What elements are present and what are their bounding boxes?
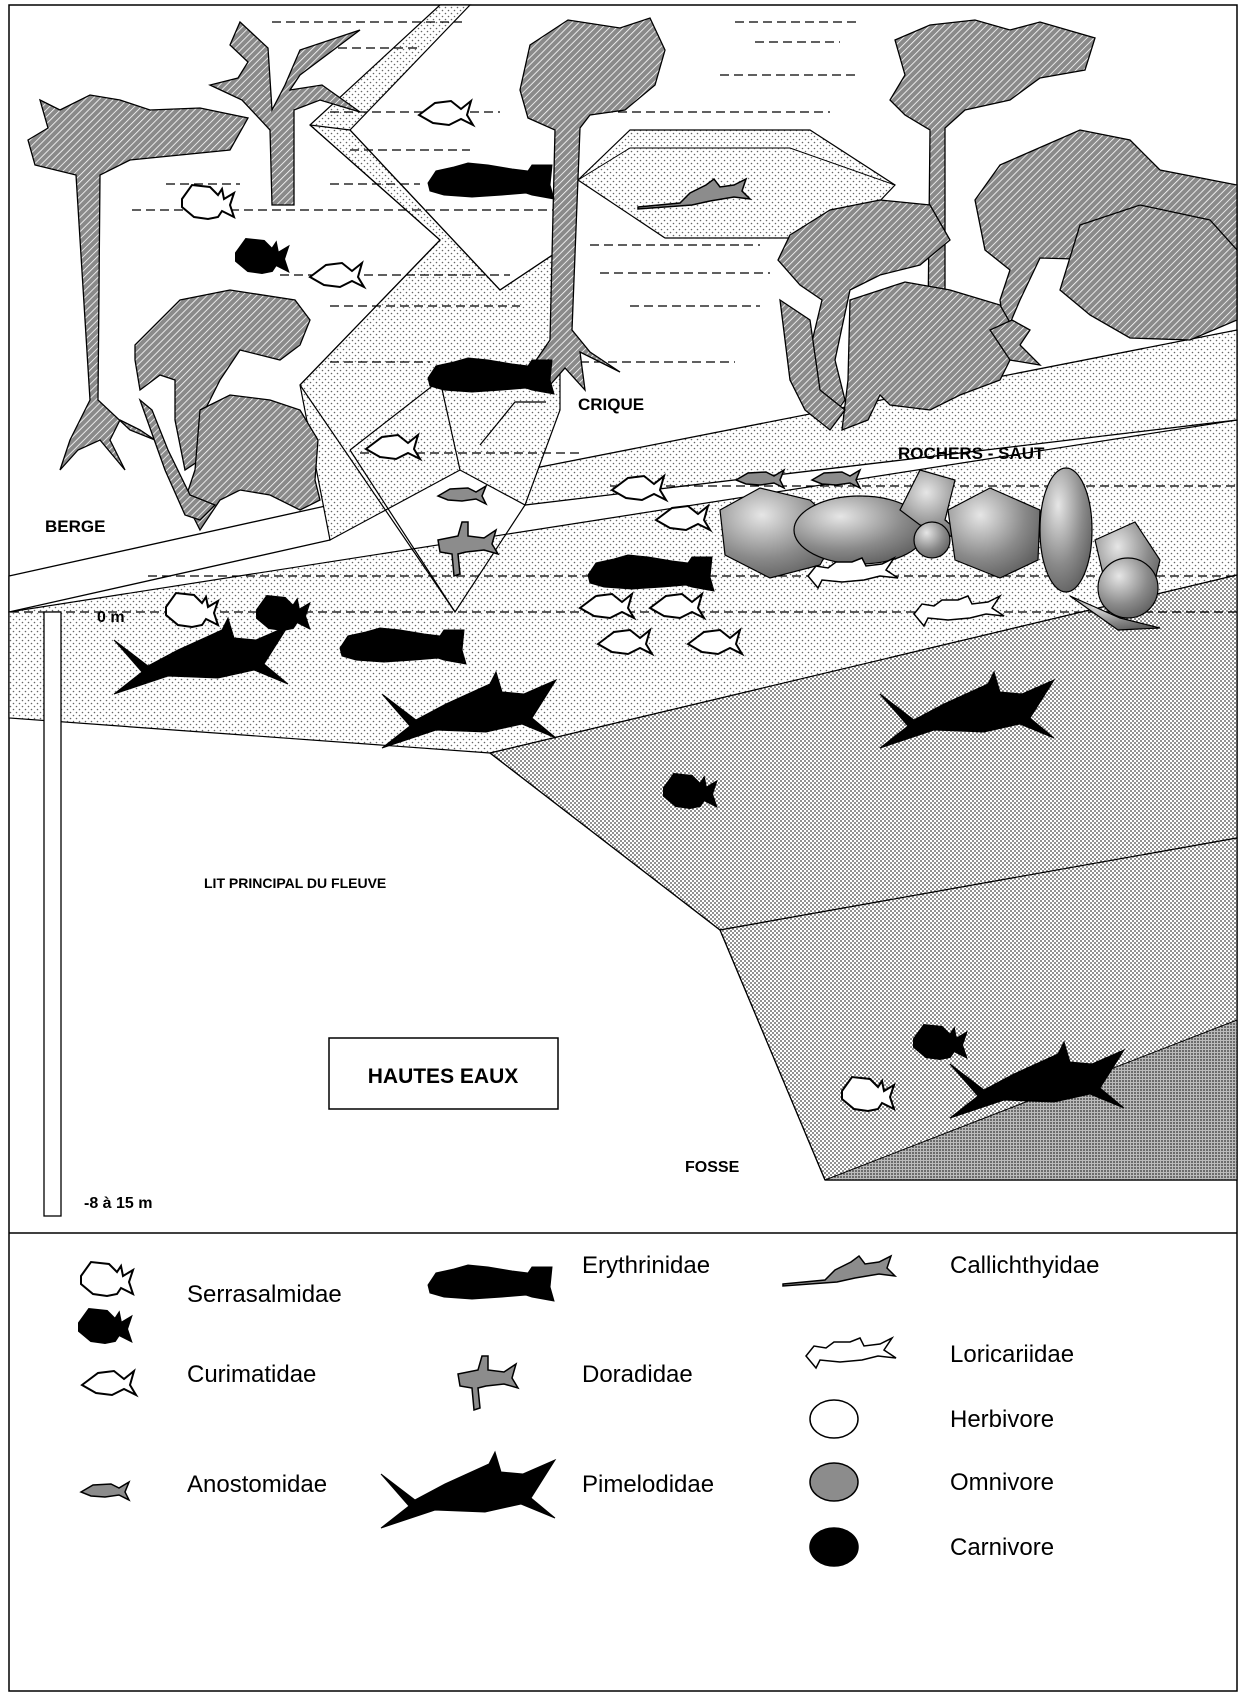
legend-omnivore: Omnivore: [950, 1469, 1054, 1496]
legend-loricariidae: Loricariidae: [950, 1341, 1074, 1368]
rock-6: [1040, 468, 1092, 592]
rock-4: [914, 522, 950, 558]
label-fosse: FOSSE: [685, 1159, 740, 1176]
legend-curimatidae: Curimatidae: [187, 1361, 316, 1388]
legend-herbivore: Herbivore: [950, 1406, 1054, 1433]
label-depth-range: -8 à 15 m: [84, 1195, 152, 1212]
rock-8: [1098, 558, 1158, 618]
fish-erythrinidae: [588, 555, 714, 591]
legend-erythrinidae-icon: [428, 1265, 554, 1301]
label-crique: CRIQUE: [578, 395, 644, 414]
depth-scale-bar: [44, 612, 61, 1216]
label-rochers-saut: ROCHERS - SAUT: [898, 444, 1045, 463]
fish-erythrinidae: [340, 628, 466, 664]
label-lit-principal: LIT PRINCIPAL DU FLEUVE: [204, 875, 386, 891]
fish-erythrinidae: [428, 358, 554, 394]
legend-omnivore-swatch: [810, 1463, 858, 1501]
label-hautes-eaux: HAUTES EAUX: [368, 1065, 519, 1088]
label-berge: BERGE: [45, 517, 105, 536]
label-zero-depth: 0 m: [97, 609, 125, 626]
legend-erythrinidae: Erythrinidae: [582, 1252, 710, 1279]
legend-pimelodidae: Pimelodidae: [582, 1471, 714, 1498]
legend-serrasalmidae: Serrasalmidae: [187, 1281, 342, 1308]
legend-carnivore: Carnivore: [950, 1534, 1054, 1561]
legend-carnivore-swatch: [810, 1528, 858, 1566]
legend-doradidae: Doradidae: [582, 1361, 693, 1388]
legend-callichthyidae: Callichthyidae: [950, 1252, 1099, 1279]
legend-herbivore-swatch: [810, 1400, 858, 1438]
legend-anostomidae: Anostomidae: [187, 1471, 327, 1498]
fish-erythrinidae: [428, 163, 554, 199]
